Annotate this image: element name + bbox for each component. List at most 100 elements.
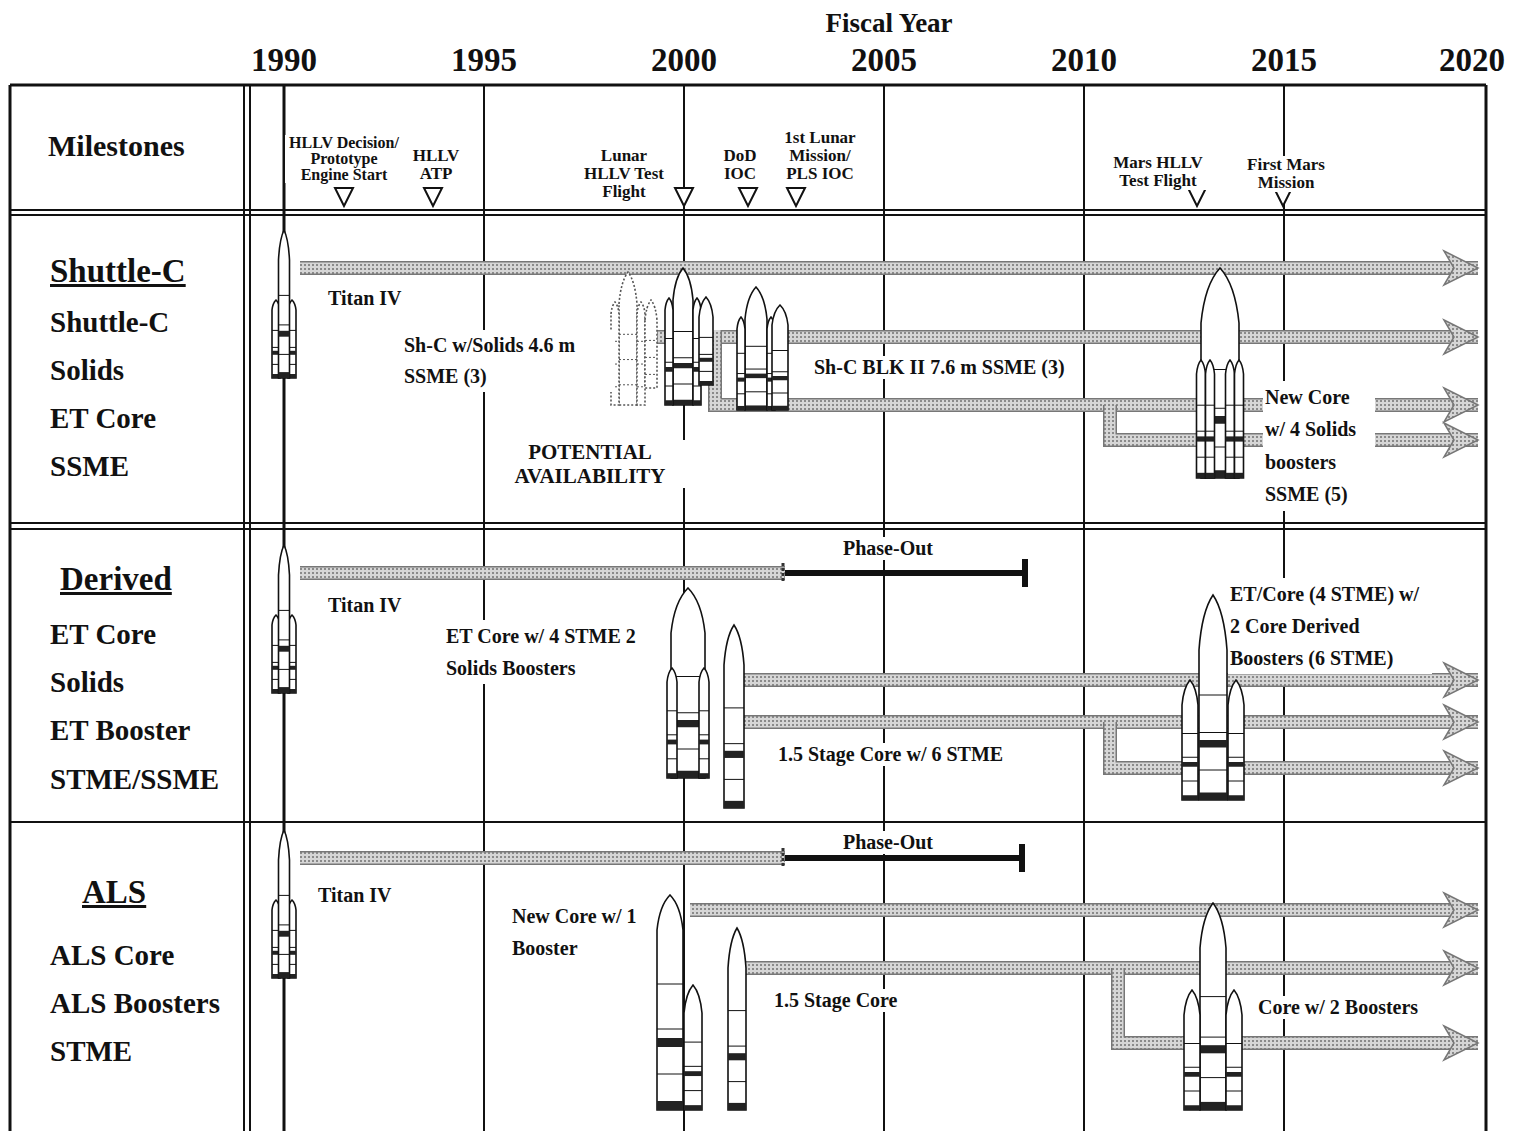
row-header-text: ET Booster — [50, 715, 190, 747]
solid-booster-seam — [1206, 405, 1215, 406]
milestone-marker — [675, 188, 693, 206]
solid-booster-band — [699, 773, 709, 778]
row-header-cell: Shuttle-CShuttle-CSolidsET CoreSSME — [12, 217, 242, 521]
solid-booster-seam — [1226, 457, 1235, 458]
core-derived-booster-band — [1228, 795, 1244, 800]
solid-booster-seam — [737, 353, 745, 354]
als-booster-seam — [1184, 1067, 1200, 1068]
solid-booster-band — [737, 378, 745, 382]
arrow-head — [1444, 251, 1478, 285]
one-half-stage-core-band — [724, 751, 744, 758]
solid-booster-seam — [737, 373, 745, 374]
solid-booster-band — [1226, 436, 1235, 441]
external-tank-band — [745, 405, 767, 410]
phase-out-bar — [785, 570, 1025, 576]
row-header-text: STME — [50, 1036, 132, 1068]
cargo-pod-seam — [699, 354, 713, 355]
solid-booster-band — [1235, 473, 1244, 478]
phase-out-bar — [785, 855, 1022, 861]
solid-booster-seam — [737, 393, 745, 394]
solid-booster-seam — [667, 758, 677, 759]
cargo-pod-seam — [699, 337, 713, 338]
solid-booster — [1206, 360, 1215, 478]
core-derived-booster-band — [1182, 762, 1198, 767]
external-tank-seam — [673, 331, 693, 332]
solid-booster-seam — [667, 734, 677, 735]
vehicle-label: New Core w/ 4 Solids boosters SSME (5) — [1263, 381, 1375, 511]
phase-out-tick — [782, 848, 785, 868]
arrow-head — [1444, 751, 1478, 785]
band-arrow — [300, 263, 1478, 274]
titan-core-band — [279, 372, 290, 378]
cargo-pod-seam — [699, 371, 713, 372]
cargo-pod — [772, 305, 788, 410]
core-derived-booster-seam — [1182, 781, 1198, 782]
als-booster-band — [1226, 1072, 1242, 1077]
external-tank-seam — [745, 346, 767, 347]
one-half-stage-core-seam — [728, 1046, 746, 1047]
one-half-stage-core-seam — [728, 1081, 746, 1082]
row-header-text: ET Core — [50, 619, 156, 651]
solid-booster-seam — [1235, 457, 1244, 458]
section-heading: Derived — [60, 561, 172, 597]
als-core-band — [1200, 1102, 1226, 1110]
als-booster-seam — [1184, 1091, 1200, 1092]
column-divider — [249, 85, 251, 1131]
core-derived-booster-seam — [1228, 733, 1244, 734]
als-booster-seam — [684, 1090, 702, 1091]
solid-booster-seam — [1197, 405, 1206, 406]
solid-booster-seam — [1206, 431, 1215, 432]
solid-booster-band — [1206, 473, 1215, 478]
titan-core-seam — [279, 669, 290, 670]
milestone-marker — [335, 188, 353, 206]
milestone-marker — [424, 188, 442, 206]
phase-out-label: Phase-Out — [841, 831, 935, 854]
external-tank-seam — [619, 359, 637, 360]
row-header-text: ALS Core — [50, 940, 174, 972]
core-derived-booster-seam — [1228, 757, 1244, 758]
year-label: 1995 — [449, 42, 519, 80]
et-core-band — [1199, 793, 1227, 801]
et-core — [1199, 595, 1227, 800]
solid-booster — [699, 668, 709, 778]
solid-booster-seam — [1226, 405, 1235, 406]
solid-booster-seam — [699, 758, 709, 759]
als-booster-seam — [1226, 1091, 1242, 1092]
cargo-pod — [645, 300, 657, 388]
vehicle-label: ET/Core (4 STME) w/ 2 Core Derived Boost… — [1228, 578, 1432, 674]
year-label: 2010 — [1049, 42, 1119, 80]
et-core-seam — [1199, 770, 1227, 771]
arrow-head — [1444, 893, 1478, 927]
external-tank — [619, 272, 637, 405]
cargo-pod-seam — [645, 374, 657, 375]
als-core-band — [657, 1038, 683, 1047]
external-tank-band — [745, 374, 767, 379]
section-heading: Shuttle-C — [50, 253, 186, 289]
titan-core-band — [279, 687, 290, 693]
titan-core — [279, 230, 290, 378]
core-derived-booster-seam — [1182, 757, 1198, 758]
als-core-seam — [1200, 996, 1226, 997]
cargo-pod — [699, 297, 713, 385]
core-derived-booster — [1228, 680, 1244, 800]
one-half-stage-core-band — [728, 1103, 746, 1110]
solid-booster-seam — [1235, 405, 1244, 406]
als-booster-band — [684, 1071, 702, 1076]
year-label: 2005 — [849, 42, 919, 80]
external-tank — [673, 268, 693, 405]
core-derived-booster-band — [1228, 762, 1244, 767]
band-arrow — [1110, 722, 1478, 768]
table-border — [10, 84, 1486, 87]
row-header-text: SSME — [50, 451, 129, 483]
core-derived-booster — [1182, 680, 1198, 800]
phase-out-tick — [782, 563, 785, 583]
row-header-text: ALS Boosters — [50, 988, 220, 1020]
external-tank-seam — [745, 391, 767, 392]
cargo-pod-band — [699, 381, 713, 385]
cargo-pod-band — [772, 376, 788, 380]
external-tank-seam — [619, 334, 637, 335]
band-arrow-edge — [300, 851, 785, 865]
solid-booster-seam — [637, 364, 645, 365]
solid-booster-seam — [1226, 431, 1235, 432]
solid-booster-band — [1206, 436, 1215, 441]
